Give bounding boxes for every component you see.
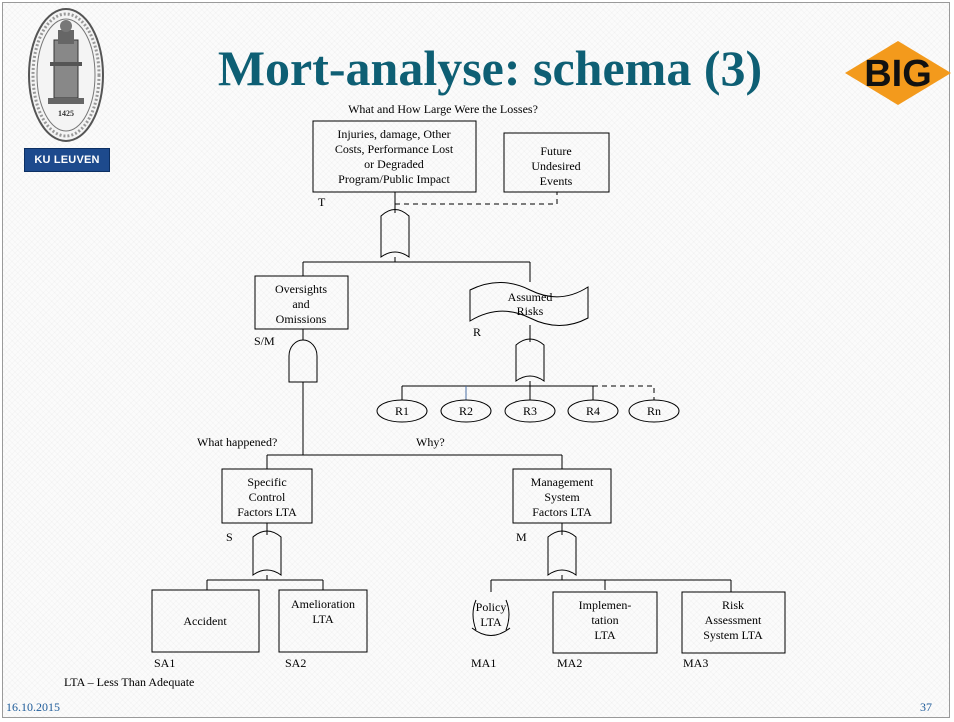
- what-happened-label: What happened?: [197, 435, 277, 449]
- risk-assessment-line-2: Assessment: [705, 613, 762, 627]
- lta-footnote: LTA – Less Than Adequate: [64, 675, 194, 689]
- top-event-line-3: or Degraded: [364, 157, 424, 171]
- top-question: What and How Large Were the Losses?: [348, 102, 538, 116]
- top-event-line-1: Injuries, damage, Other: [337, 127, 450, 141]
- top-event: Injuries, damage, Other Costs, Performan…: [335, 127, 454, 186]
- assumed-risks-label: R: [473, 325, 481, 339]
- management-line-3: Factors LTA: [532, 505, 592, 519]
- amelioration-event: Amelioration LTA: [291, 597, 355, 626]
- top-event-line-4: Program/Public Impact: [338, 172, 450, 186]
- top-event-line-2: Costs, Performance Lost: [335, 142, 454, 156]
- policy-line-2: LTA: [480, 615, 502, 629]
- specific-line-3: Factors LTA: [237, 505, 297, 519]
- amelioration-line-1: Amelioration: [291, 597, 355, 611]
- risk-assessment-label: MA3: [683, 656, 708, 670]
- risk-rn: Rn: [647, 404, 661, 418]
- management-label: M: [516, 530, 527, 544]
- oversights-event: Oversights and Omissions: [275, 282, 327, 326]
- management-line-2: System: [544, 490, 580, 504]
- page-number: 37: [920, 700, 932, 714]
- risk-list: R1 R2 R3 R4 Rn: [395, 404, 661, 418]
- accident-label: SA1: [154, 656, 175, 670]
- amelioration-line-2: LTA: [312, 612, 334, 626]
- specific-line-2: Control: [249, 490, 286, 504]
- slide-title: Mort-analyse: schema (3): [217, 40, 763, 96]
- specific-control-event: Specific Control Factors LTA: [237, 475, 297, 519]
- future-event-line-3: Events: [540, 174, 573, 188]
- risk-r3: R3: [523, 404, 537, 418]
- risk-r4: R4: [586, 404, 600, 418]
- oversights-line-2: and: [292, 297, 309, 311]
- implementation-line-3: LTA: [594, 628, 616, 642]
- management-system-event: Management System Factors LTA: [531, 475, 594, 519]
- policy-event: Policy LTA: [476, 600, 507, 629]
- oversights-line-1: Oversights: [275, 282, 327, 296]
- policy-line-1: Policy: [476, 600, 507, 614]
- slide-date: 16.10.2015: [6, 700, 60, 714]
- oversights-label: S/M: [254, 334, 275, 348]
- future-event-line-2: Undesired: [531, 159, 580, 173]
- ku-leuven-logo: KU LEUVEN: [24, 148, 110, 172]
- implementation-label: MA2: [557, 656, 582, 670]
- why-label: Why?: [416, 435, 445, 449]
- oversights-line-3: Omissions: [276, 312, 327, 326]
- future-event-line-1: Future: [540, 144, 571, 158]
- seal-year: 1425: [58, 109, 74, 118]
- implementation-line-1: Implemen-: [579, 598, 632, 612]
- assumed-risks-line-2: Risks: [517, 304, 544, 318]
- risk-r2: R2: [459, 404, 473, 418]
- top-event-label: T: [318, 195, 326, 209]
- big-logo: BIG: [845, 41, 951, 105]
- implementation-line-2: tation: [591, 613, 618, 627]
- assumed-risks-event: Assumed Risks: [508, 290, 553, 318]
- policy-label: MA1: [471, 656, 496, 670]
- future-event: Future Undesired Events: [531, 144, 580, 188]
- assumed-risks-line-1: Assumed: [508, 290, 553, 304]
- risk-assessment-line-3: System LTA: [703, 628, 763, 642]
- risk-r1: R1: [395, 404, 409, 418]
- implementation-event: Implemen- tation LTA: [579, 598, 632, 642]
- amelioration-label: SA2: [285, 656, 306, 670]
- specific-line-1: Specific: [247, 475, 286, 489]
- ku-leuven-seal: 1425: [28, 8, 104, 142]
- accident-event: Accident: [183, 614, 227, 628]
- big-logo-text: BIG: [864, 53, 932, 95]
- management-line-1: Management: [531, 475, 594, 489]
- risk-assessment-line-1: Risk: [722, 598, 744, 612]
- specific-label: S: [226, 530, 233, 544]
- risk-assessment-event: Risk Assessment System LTA: [703, 598, 763, 642]
